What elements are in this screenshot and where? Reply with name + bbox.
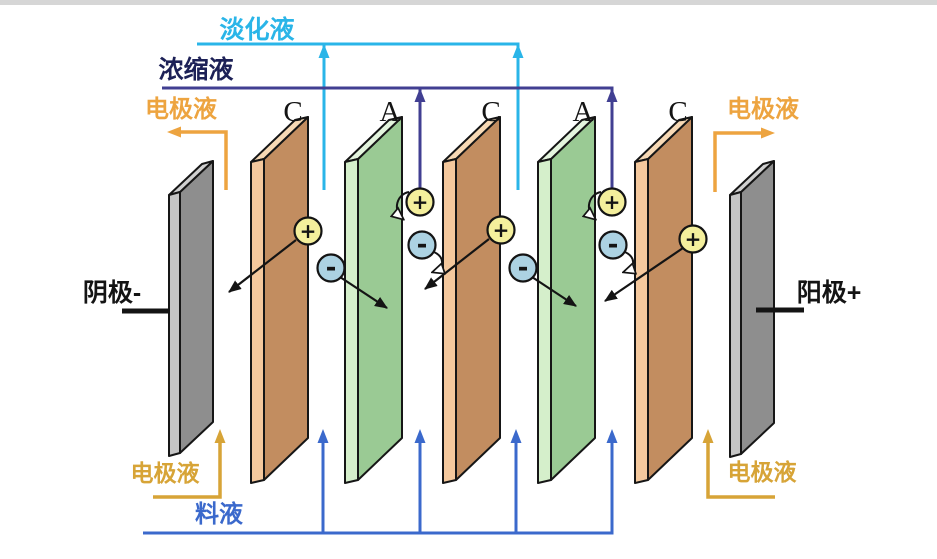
feed-line-arrowhead [606,429,618,443]
feed-line-arrowhead [317,429,329,443]
electrode-liquid-line-top-left [174,130,228,190]
cation-ion-4 [597,187,627,217]
cation-membrane-3-face [647,116,693,481]
cation-ion-5 [678,224,708,254]
feed-line-arrowhead [414,429,426,443]
concentrate-line-arrowhead [414,88,426,102]
cation-transfer-arrow-1 [228,239,297,293]
cathode-label: 阴极- [83,279,141,307]
cathode-plate-face [179,160,214,454]
anion-ion-2-symbol: - [417,230,428,260]
dilute-line-arrowhead [318,44,330,58]
cation-membrane-3-edge [634,158,649,484]
cation-membrane-1-face [263,116,309,481]
cation-ion-1-symbol: + [300,219,317,243]
anion-ion-3 [508,253,538,283]
cation-membrane-1-edge [250,158,265,484]
cation-blocked-arrow-2 [589,191,602,219]
cation-ion-3-symbol: + [493,218,510,242]
anion-membrane-1-edge [344,158,359,484]
feed-line-arrowhead [510,429,522,443]
electrode-liquid-line-top-right-arrowhead [761,127,775,139]
dilute-label: 淡化液 [219,15,294,44]
anion-transfer-arrow-1 [339,276,388,309]
feed-line [143,435,614,535]
electrode-liquid-label-top-left: 电极液 [145,95,217,123]
cation-ion-1 [293,216,323,246]
concentrate-line-arrowhead [606,88,618,102]
cation-transfer-arrow-2 [424,238,490,290]
electrode-liquid-label-bottom-right: 电极液 [728,459,797,485]
cation-membrane-2-face [455,116,501,481]
anion-membrane-2-edge [537,158,552,484]
electrode-liquid-line-bottom-right-arrowhead [702,429,714,443]
cation-ion-2-symbol: + [412,190,429,214]
anode-plate-edge [729,191,742,458]
anion-transfer-arrow-2 [531,276,577,307]
anion-ion-4 [598,230,628,260]
cation-ion-3 [486,215,516,245]
cation-ion-2 [405,187,435,217]
anion-blocked-arrow-1 [433,251,442,272]
concentrate-label: 浓缩液 [158,55,233,84]
cation-ion-5-symbol: + [685,227,702,251]
cathode-plate-edge [168,191,181,457]
anion-membrane-2-label: A [573,96,594,128]
anion-membrane-2-face [550,116,596,481]
electrode-liquid-line-bottom-right [706,435,775,499]
dilute-line-arrowhead [512,44,524,58]
anion-ion-1-symbol: - [326,253,337,283]
electrode-liquid-line-bottom-left-arrowhead [214,429,226,443]
cation-ion-4-symbol: + [604,190,621,214]
electrode-liquid-label-bottom-left: 电极液 [131,460,200,486]
top-border [0,0,937,5]
feed-label: 料液 [195,500,243,528]
anion-membrane-1-label: A [380,96,401,128]
anode-label: 阳极+ [797,279,862,307]
anion-ion-3-symbol: - [518,253,529,283]
anion-blocked-arrow-2 [624,251,633,272]
cation-membrane-2-label: C [481,96,500,128]
anion-membrane-1-face [357,116,403,481]
cation-membrane-2-edge [442,158,457,484]
cation-blocked-arrow-1 [397,191,410,219]
electrode-liquid-label-top-right: 电极液 [727,95,799,123]
electrode-liquid-line-top-left-arrowhead [167,126,181,138]
electrode-liquid-line-top-right [713,131,768,192]
cation-transfer-arrow-3 [604,247,684,302]
electrode-liquid-line-bottom-left [153,435,222,499]
anion-ion-4-symbol: - [608,230,619,260]
anion-ion-2 [407,230,437,260]
cation-membrane-3-label: C [668,96,687,128]
cation-membrane-1-label: C [283,96,302,128]
anion-ion-1 [316,253,346,283]
